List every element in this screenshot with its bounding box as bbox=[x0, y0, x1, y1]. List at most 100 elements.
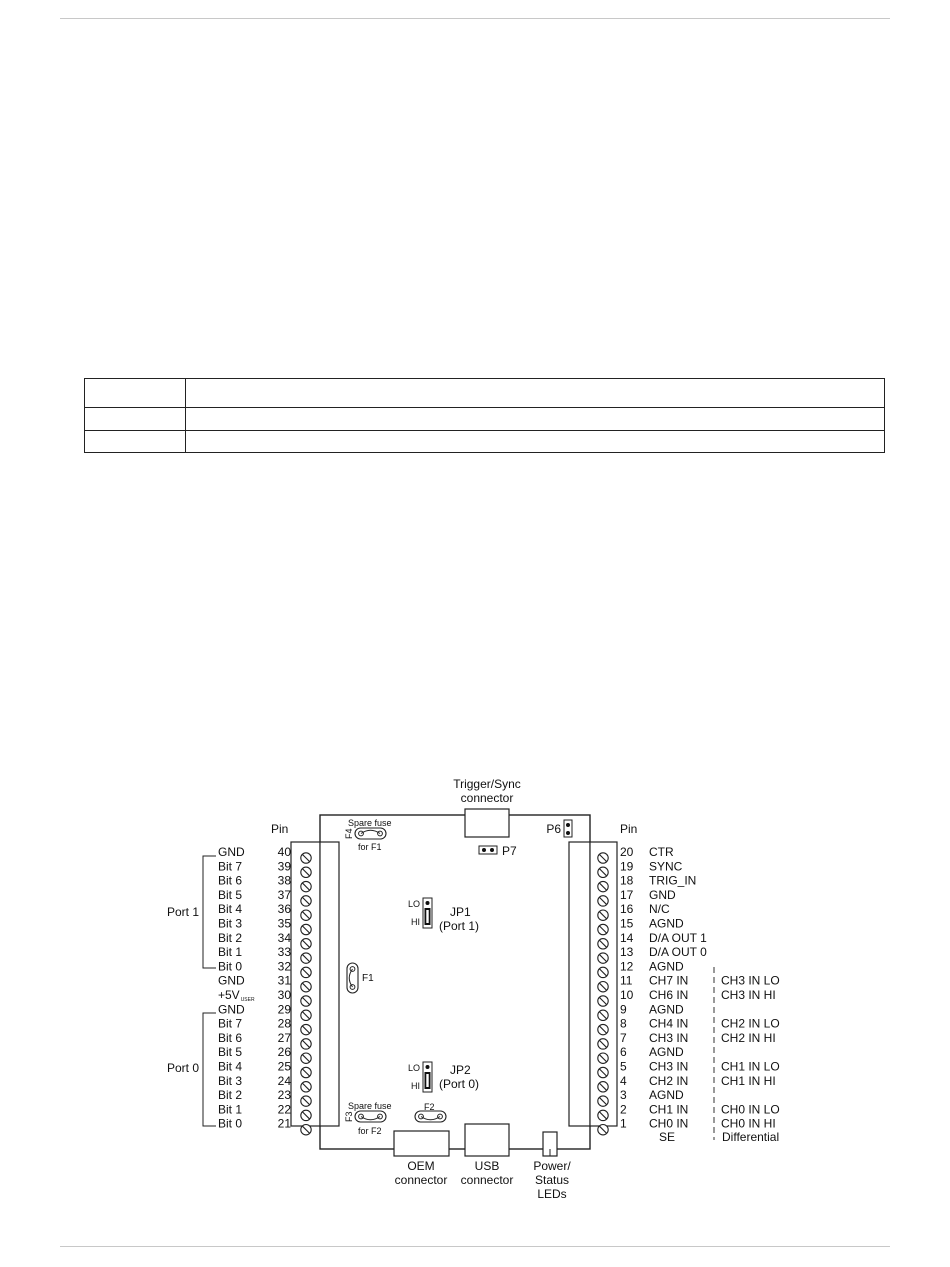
right-pin-signal-se: TRIG_IN bbox=[649, 874, 696, 888]
terminal-screw-icon bbox=[597, 866, 609, 879]
left-pin-number: 38 bbox=[278, 874, 292, 888]
jp1-hi-label: HI bbox=[411, 917, 420, 927]
oem-connector bbox=[393, 1130, 450, 1157]
left-pin-number: 31 bbox=[278, 974, 292, 988]
right-pin-signal-se: CH1 IN bbox=[649, 1102, 688, 1116]
pin-column-header-right: Pin bbox=[620, 822, 637, 836]
left-pin-number: 30 bbox=[278, 988, 292, 1002]
left-pin-signal: Bit 7 bbox=[218, 859, 242, 873]
right-pin-number: 3 bbox=[620, 1088, 627, 1102]
top-rule bbox=[60, 18, 890, 19]
right-pin-signal-se: D/A OUT 1 bbox=[649, 931, 707, 945]
jp1-port-label: (Port 1) bbox=[439, 919, 479, 933]
terminal-screw-icon bbox=[300, 866, 312, 879]
right-pin-signal-diff: CH2 IN HI bbox=[721, 1031, 776, 1045]
jp1-lo-label: LO bbox=[408, 899, 420, 909]
table-row bbox=[84, 430, 885, 453]
p6-pin bbox=[566, 823, 570, 827]
right-pin-number: 13 bbox=[620, 945, 634, 959]
terminal-screw-icon bbox=[300, 980, 312, 993]
left-pin-signal: +5V bbox=[218, 988, 240, 1002]
port0-bracket bbox=[202, 1012, 216, 1127]
terminal-screw-icon bbox=[597, 909, 609, 921]
fuse-f2-label: F2 bbox=[424, 1102, 435, 1112]
jp2-lo-label: LO bbox=[408, 1063, 420, 1073]
left-pin-number: 29 bbox=[278, 1002, 292, 1016]
left-pin-signal: GND bbox=[218, 974, 245, 988]
right-pin-signal-se: GND bbox=[649, 888, 676, 902]
right-pin-signal-se: AGND bbox=[649, 959, 684, 973]
terminal-screw-icon bbox=[300, 995, 312, 1007]
right-pin-number: 18 bbox=[620, 874, 634, 888]
p7-label: P7 bbox=[502, 844, 517, 858]
left-pin-signal: Bit 3 bbox=[218, 1074, 242, 1088]
spare-fuse-top-label: Spare fuse bbox=[348, 818, 392, 828]
terminal-screw-icon bbox=[597, 995, 609, 1007]
right-pin-number: 4 bbox=[620, 1074, 627, 1088]
left-pin-number: 23 bbox=[278, 1088, 292, 1102]
right-pin-signal-diff: CH3 IN HI bbox=[721, 988, 776, 1002]
terminal-screw-icon bbox=[300, 938, 312, 950]
right-pin-number: 8 bbox=[620, 1017, 627, 1031]
left-pin-number: 35 bbox=[278, 917, 292, 931]
terminal-screw-icon bbox=[300, 1066, 312, 1079]
oem-connector-label-2: connector bbox=[395, 1173, 448, 1187]
left-pin-signal: Bit 0 bbox=[218, 1117, 242, 1131]
jp2-hi-label: HI bbox=[411, 1081, 420, 1091]
port1-bracket bbox=[202, 855, 216, 969]
right-pin-signal-se: CTR bbox=[649, 845, 674, 859]
port0-label: Port 0 bbox=[167, 1061, 199, 1075]
jp2-label: JP2 bbox=[450, 1063, 471, 1077]
terminal-screw-icon bbox=[597, 1109, 609, 1122]
left-pin-signal: Bit 5 bbox=[218, 1045, 242, 1059]
left-pin-number: 40 bbox=[278, 845, 292, 859]
p6-header bbox=[563, 819, 573, 838]
for-f1-label: for F1 bbox=[358, 842, 382, 852]
right-pin-number: 14 bbox=[620, 931, 634, 945]
terminal-screw-icon bbox=[597, 1052, 609, 1064]
terminal-screw-icon bbox=[300, 966, 312, 979]
right-pin-signal-se: CH3 IN bbox=[649, 1031, 688, 1045]
left-pin-number: 22 bbox=[278, 1102, 292, 1116]
right-pin-number: 12 bbox=[620, 959, 634, 973]
jp2-port-label: (Port 0) bbox=[439, 1077, 479, 1091]
right-pin-signal-diff: CH1 IN HI bbox=[721, 1074, 776, 1088]
fuse-f1-icon bbox=[346, 962, 359, 994]
right-pin-signal-se: CH3 IN bbox=[649, 1060, 688, 1074]
right-pin-signal-se: AGND bbox=[649, 917, 684, 931]
right-pin-number: 1 bbox=[620, 1117, 627, 1131]
for-f2-label: for F2 bbox=[358, 1126, 382, 1136]
right-pin-number: 5 bbox=[620, 1060, 627, 1074]
table-row bbox=[84, 407, 885, 431]
left-pin-signal: Bit 7 bbox=[218, 1017, 242, 1031]
terminal-screw-icon bbox=[300, 952, 312, 964]
left-pin-number: 34 bbox=[278, 931, 292, 945]
usb-connector-label-2: connector bbox=[461, 1173, 514, 1187]
right-pin-signal-diff: CH3 IN LO bbox=[721, 974, 780, 988]
right-pin-number: 10 bbox=[620, 988, 634, 1002]
p7-pin bbox=[482, 848, 486, 852]
right-pin-number: 15 bbox=[620, 917, 634, 931]
fuse-f4-icon bbox=[354, 827, 387, 840]
terminal-screw-icon bbox=[300, 923, 312, 936]
right-pin-number: 20 bbox=[620, 845, 634, 859]
left-pin-signal: Bit 6 bbox=[218, 1031, 242, 1045]
power-leds-label-2: Status bbox=[535, 1173, 569, 1187]
terminal-screw-icon bbox=[597, 1009, 609, 1022]
terminal-screw-icon bbox=[597, 1123, 609, 1136]
trigger-sync-connector bbox=[464, 808, 510, 838]
left-pin-signal: Bit 6 bbox=[218, 874, 242, 888]
table-cell bbox=[185, 407, 885, 431]
right-pin-number: 7 bbox=[620, 1031, 627, 1045]
trigger-sync-label-2: connector bbox=[461, 791, 514, 805]
right-pin-signal-se: CH4 IN bbox=[649, 1017, 688, 1031]
terminal-screw-icon bbox=[300, 1038, 312, 1050]
usb-connector bbox=[464, 1123, 510, 1157]
terminal-screw-icon bbox=[597, 1095, 609, 1107]
right-pin-signal-diff: CH2 IN LO bbox=[721, 1017, 780, 1031]
left-pin-signal-subscript: USER bbox=[241, 997, 255, 1003]
right-pin-signal-se: CH7 IN bbox=[649, 974, 688, 988]
fuse-f3-icon bbox=[354, 1110, 387, 1123]
right-pin-number: 2 bbox=[620, 1102, 627, 1116]
terminal-screw-icon bbox=[300, 895, 312, 907]
